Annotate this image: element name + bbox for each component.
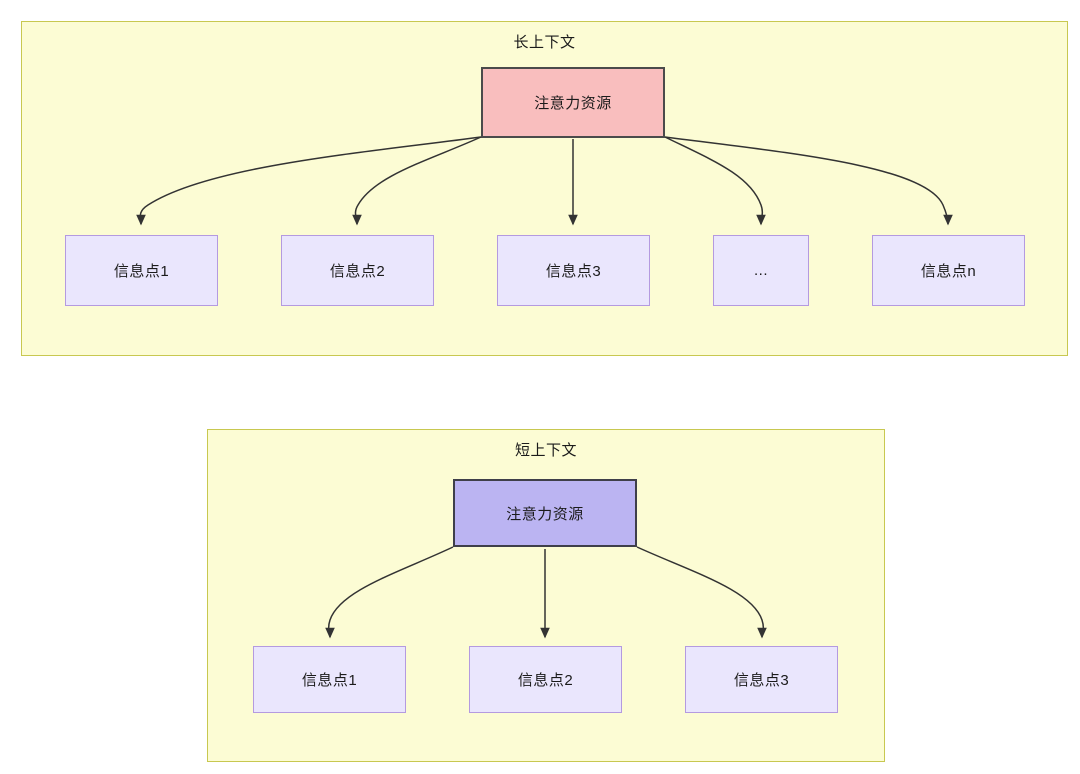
node-info-point-long-ellipsis[interactable]: ...	[713, 235, 809, 306]
node-info-point-short-3[interactable]: 信息点3	[685, 646, 838, 713]
node-info-point-short-1[interactable]: 信息点1	[253, 646, 406, 713]
node-label: 注意力资源	[506, 505, 584, 523]
node-info-point-long-2[interactable]: 信息点2	[281, 235, 434, 306]
node-label: 信息点n	[920, 263, 977, 280]
node-label: 信息点2	[517, 672, 574, 689]
node-label: 信息点2	[329, 263, 386, 280]
node-info-point-short-2[interactable]: 信息点2	[469, 646, 622, 713]
node-label: 信息点3	[733, 672, 790, 689]
node-info-point-long-n[interactable]: 信息点n	[872, 235, 1025, 306]
node-attention-resource-short[interactable]: 注意力资源	[453, 479, 637, 547]
node-label: 信息点1	[301, 672, 358, 689]
node-label: 注意力资源	[534, 95, 612, 112]
node-attention-resource-long[interactable]: 注意力资源	[481, 67, 665, 138]
panel-long-context-title: 长上下文	[513, 34, 576, 51]
panel-short-context-title: 短上下文	[514, 442, 577, 459]
node-label: 信息点3	[545, 263, 602, 280]
node-label: ...	[753, 262, 768, 279]
node-info-point-long-1[interactable]: 信息点1	[65, 235, 218, 306]
node-label: 信息点1	[113, 263, 170, 280]
node-info-point-long-3[interactable]: 信息点3	[497, 235, 650, 306]
